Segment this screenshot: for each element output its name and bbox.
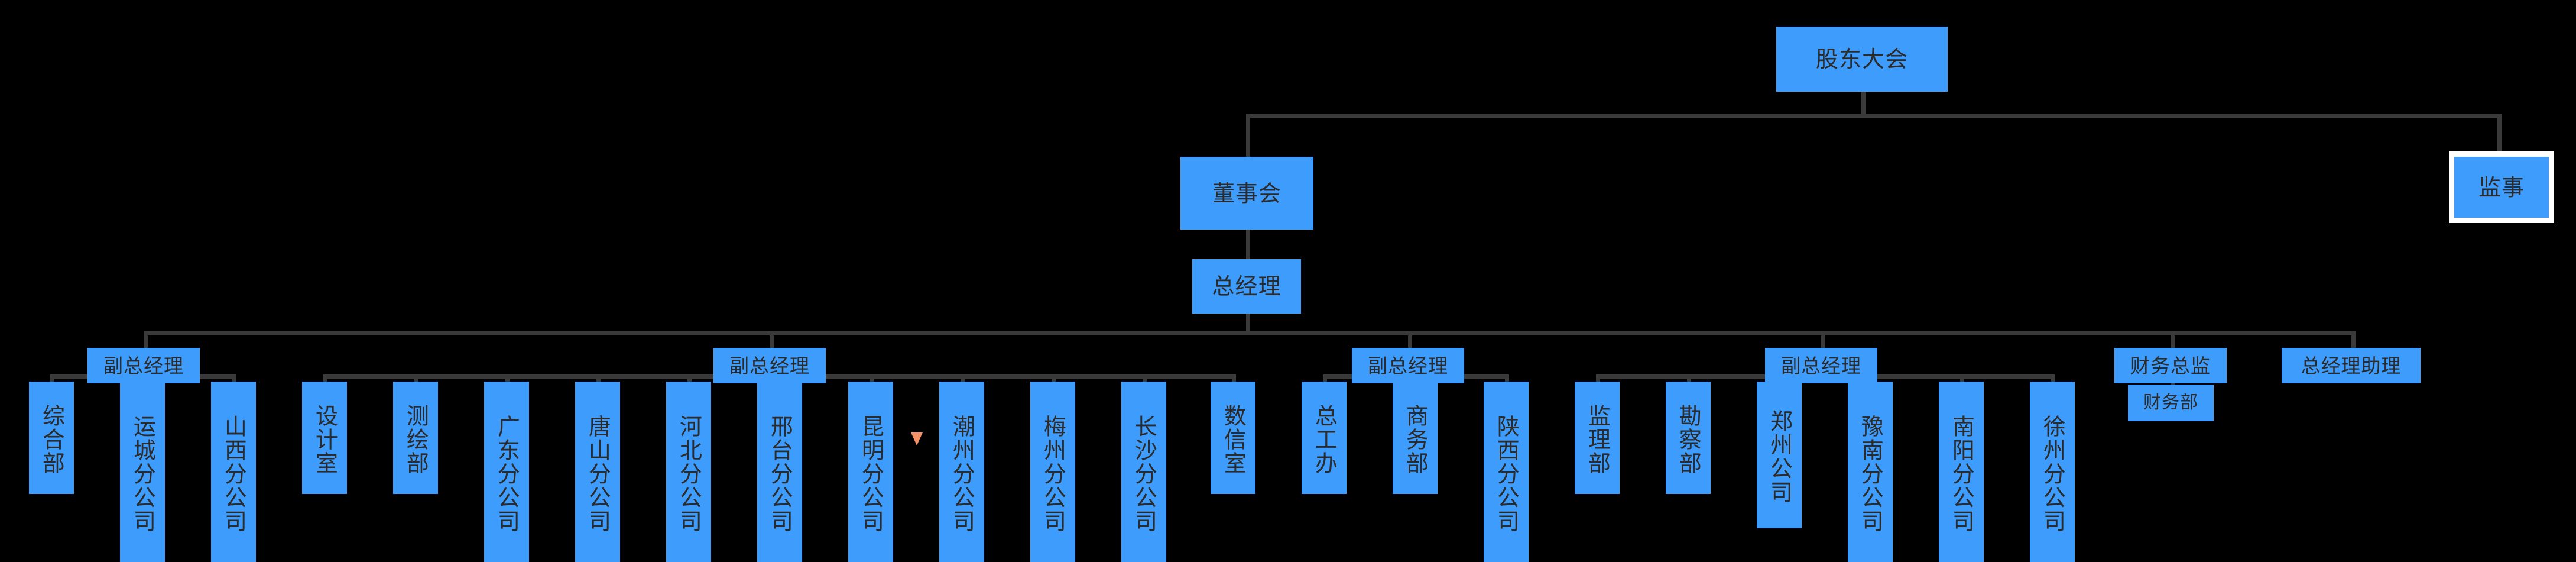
connector-vp4-l23 — [2051, 374, 2055, 382]
connector-vp4-l18 — [1596, 374, 1600, 382]
connector-vp2-l4 — [323, 374, 327, 382]
connector-drop-vp1 — [144, 331, 148, 348]
node-leaf-chief-engineer-office[interactable]: 总工办 — [1302, 382, 1347, 494]
connector-root-bus — [1246, 114, 2499, 118]
connector-vp2-l14 — [1232, 374, 1236, 382]
connector-gm-stem — [1246, 314, 1250, 335]
node-leaf-yunan-branch[interactable]: 豫南分公司 — [1848, 382, 1893, 562]
node-leaf-meizhou-branch[interactable]: 梅州分公司 — [1030, 382, 1075, 562]
connector-root-stem — [1861, 92, 1866, 115]
connector-vp2-l13 — [1143, 374, 1147, 382]
node-vice-gm-4[interactable]: 副总经理 — [1765, 348, 1877, 383]
node-vice-gm-2[interactable]: 副总经理 — [713, 348, 826, 383]
connector-vp1-l1 — [50, 374, 54, 382]
connector-vp2-l5 — [414, 374, 418, 382]
node-leaf-shanxi-branch[interactable]: 山西分公司 — [211, 382, 256, 562]
mouse-cursor-icon — [911, 432, 923, 445]
connector-vp2-l12 — [1052, 374, 1056, 382]
connector-drop-vp4 — [1821, 331, 1825, 348]
node-leaf-nanyang-branch[interactable]: 南阳分公司 — [1939, 382, 1984, 562]
node-leaf-changsha-branch[interactable]: 长沙分公司 — [1121, 382, 1166, 562]
node-leaf-finance-dept[interactable]: 财务部 — [2128, 385, 2214, 421]
connector-to-board — [1246, 114, 1250, 159]
node-leaf-zhengzhou-company[interactable]: 郑州公司 — [1757, 382, 1802, 528]
node-leaf-exploration-dept[interactable]: 勘察部 — [1666, 382, 1711, 494]
connector-vp1-l3 — [232, 374, 236, 382]
connector-drop-cfo — [2171, 331, 2175, 348]
connector-vp2-l6 — [505, 374, 510, 382]
node-general-manager[interactable]: 总经理 — [1192, 259, 1301, 314]
node-leaf-general-affairs[interactable]: 综合部 — [29, 382, 74, 494]
node-leaf-hebei-branch[interactable]: 河北分公司 — [666, 382, 711, 562]
node-shareholders-meeting[interactable]: 股东大会 — [1776, 27, 1948, 92]
node-leaf-xingtai-branch[interactable]: 邢台分公司 — [757, 382, 802, 562]
connector-vp3-l17 — [1505, 374, 1509, 382]
connector-vp2-l10 — [870, 374, 874, 382]
node-leaf-xuzhou-branch[interactable]: 徐州分公司 — [2030, 382, 2075, 562]
node-board-of-directors[interactable]: 董事会 — [1180, 157, 1313, 230]
connector-drop-vp3 — [1408, 331, 1412, 348]
node-supervisor[interactable]: 监事 — [2449, 151, 2554, 223]
node-leaf-yuncheng-branch[interactable]: 运城分公司 — [120, 382, 165, 562]
node-leaf-kunming-branch[interactable]: 昆明分公司 — [848, 382, 893, 562]
connector-vp2-l11 — [961, 374, 965, 382]
connector-vp3-l15 — [1323, 374, 1327, 382]
node-leaf-business-dept[interactable]: 商务部 — [1393, 382, 1438, 494]
connector-to-supervisor — [2497, 114, 2502, 159]
node-leaf-supervision-dept[interactable]: 监理部 — [1575, 382, 1620, 494]
node-vice-gm-3[interactable]: 副总经理 — [1352, 348, 1464, 383]
connector-vp4-l19 — [1687, 374, 1691, 382]
node-leaf-data-info-office[interactable]: 数信室 — [1211, 382, 1255, 494]
node-leaf-shaanxi-branch[interactable]: 陕西分公司 — [1484, 382, 1529, 562]
node-leaf-tangshan-branch[interactable]: 唐山分公司 — [575, 382, 620, 562]
node-leaf-design-office[interactable]: 设计室 — [302, 382, 347, 494]
connector-drop-vp2 — [770, 331, 774, 348]
node-leaf-chaozhou-branch[interactable]: 潮州分公司 — [939, 382, 984, 562]
node-leaf-surveying-dept[interactable]: 测绘部 — [393, 382, 438, 494]
node-vice-gm-1[interactable]: 副总经理 — [87, 348, 200, 383]
node-cfo[interactable]: 财务总监 — [2114, 348, 2227, 383]
connector-board-to-gm — [1246, 230, 1250, 259]
connector-drop-gma — [2351, 331, 2356, 348]
node-gm-assistant[interactable]: 总经理助理 — [2282, 348, 2421, 383]
connector-vp2-l7 — [596, 374, 601, 382]
connector-vp4-l22 — [1960, 374, 1964, 382]
connector-vp2-l8 — [687, 374, 692, 382]
connector-gm-bus — [144, 331, 2351, 335]
node-leaf-guangdong-branch[interactable]: 广东分公司 — [484, 382, 529, 562]
